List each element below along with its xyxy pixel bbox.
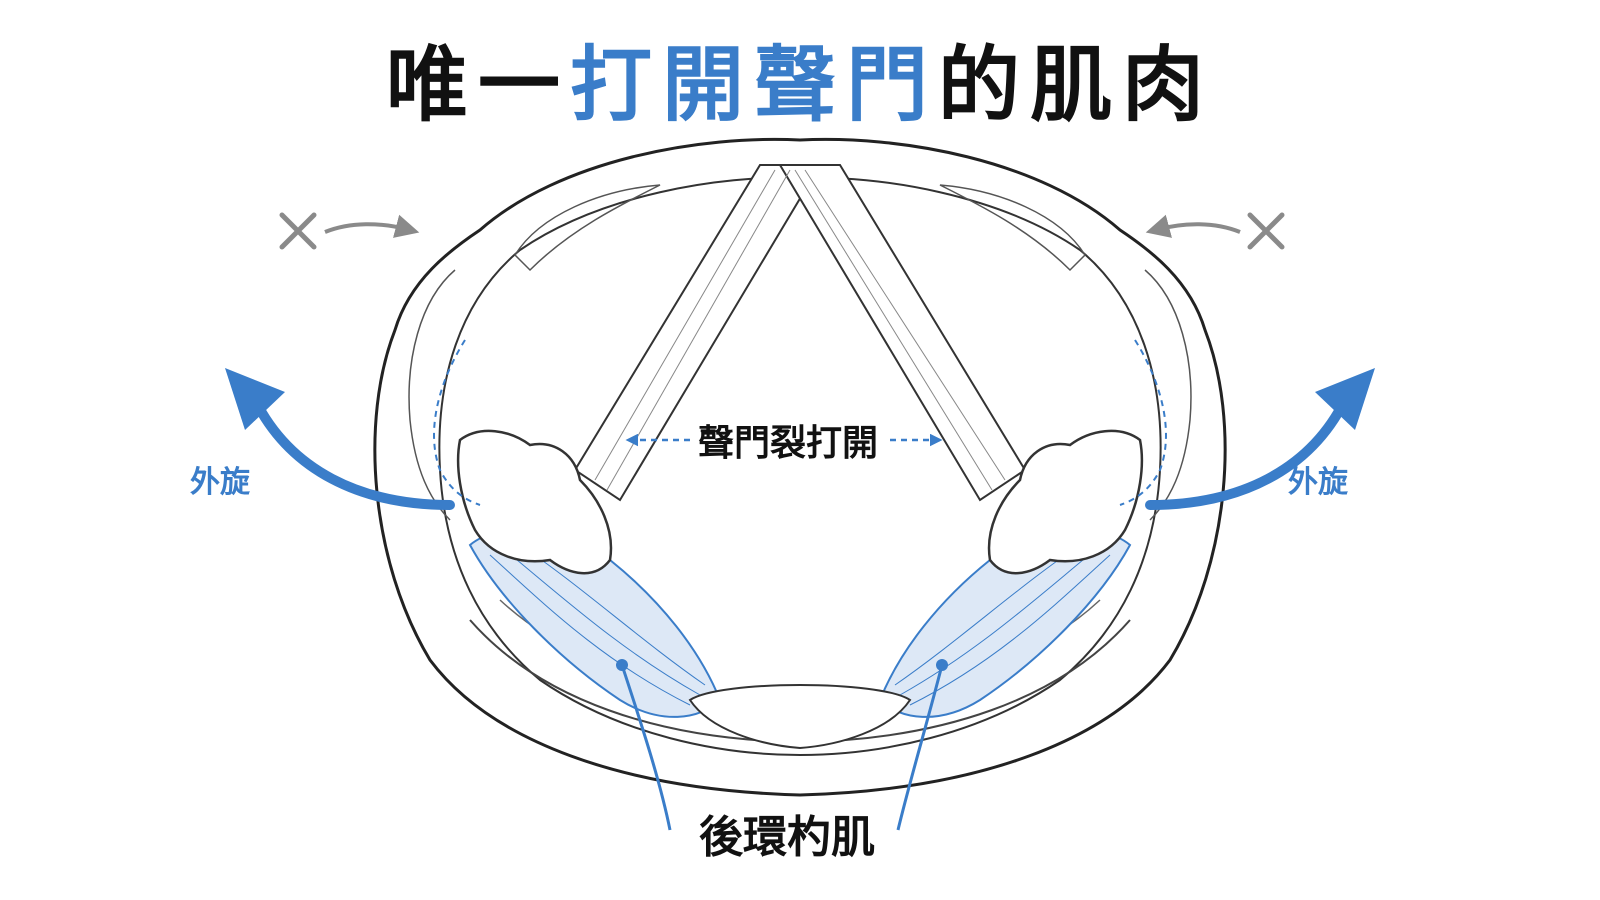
- muscle-pointer-left: [616, 659, 672, 831]
- side-lobe-left: [408, 269, 456, 521]
- rotate-label-left: 外旋: [190, 465, 250, 500]
- title-part-1: 唯一: [385, 38, 570, 133]
- rotate-label-right: 外旋: [1288, 465, 1348, 500]
- muscle-pointer-right: [896, 659, 948, 831]
- arytenoid-left: [456, 429, 613, 575]
- cricoid-lamina: [688, 684, 912, 750]
- gray-arrow-right: [1145, 214, 1241, 238]
- rotation-guide-left: [433, 339, 481, 506]
- arytenoid-right: [987, 429, 1144, 575]
- side-lobe-right: [1144, 269, 1192, 521]
- rotation-arrow-left: [225, 368, 455, 510]
- thyroid-ridge-right: [939, 184, 1086, 272]
- thyroid-cartilage-inner: [438, 176, 1162, 757]
- title-part-3: 的肌肉: [938, 38, 1215, 133]
- gray-arrow-left: [324, 214, 420, 238]
- glottis-open-label: 聲門裂打開: [698, 423, 878, 464]
- x-mark-right: [1247, 212, 1285, 250]
- thyroid-cartilage-outer: [373, 137, 1227, 797]
- x-mark-left: [279, 212, 317, 250]
- thyroid-ridge-left: [514, 184, 661, 272]
- diagram-title: 唯一打開聲門的肌肉: [0, 18, 1600, 137]
- title-part-2-highlight: 打開聲門: [569, 38, 938, 133]
- rotation-arrow-right: [1145, 368, 1375, 510]
- rotation-guide-right: [1119, 339, 1167, 506]
- muscle-label: 後環杓肌: [699, 812, 875, 863]
